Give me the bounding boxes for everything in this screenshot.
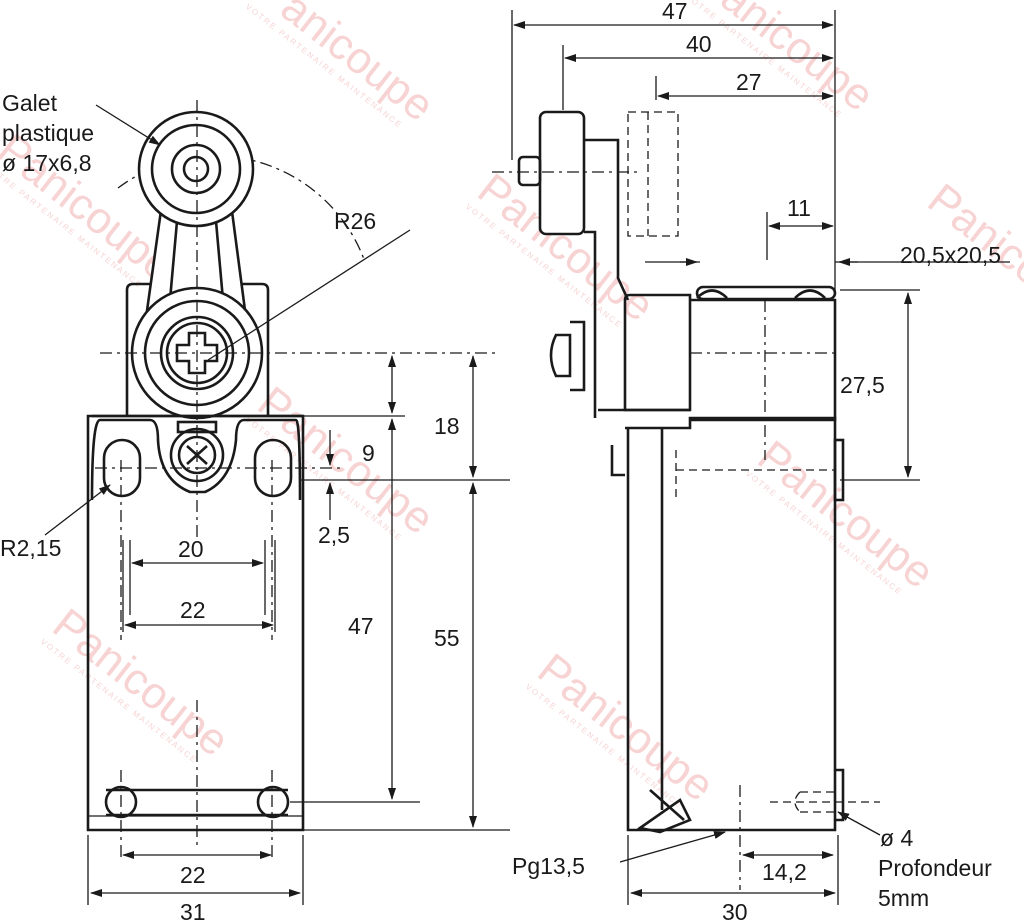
label-roller-line2: plastique	[2, 120, 94, 146]
label-dim-55: 55	[434, 625, 460, 651]
ext-line-width	[87, 835, 304, 905]
label-roller-line1: Galet	[2, 90, 58, 116]
label-hole-line1: ø 4	[880, 825, 913, 851]
label-roller-line3: ø 17x6,8	[2, 150, 92, 176]
watermark-brand: Panicoupe	[249, 0, 443, 131]
roller-inner	[150, 123, 242, 215]
cable-gland-thread	[649, 789, 685, 821]
label-hole-line3: 5mm	[878, 885, 929, 911]
pivot-segments	[149, 306, 245, 400]
label-pg: Pg13,5	[512, 853, 585, 879]
label-top-40: 40	[686, 31, 712, 57]
body-side-lug	[610, 445, 625, 477]
lever-arm-inner	[168, 209, 225, 301]
slot-centre-lines	[120, 460, 273, 640]
leader-roller	[95, 104, 161, 146]
roller-axle-side	[517, 155, 542, 187]
label-dim-9: 9	[362, 440, 375, 466]
plunger-cap	[549, 333, 572, 378]
switch-body-side	[625, 416, 837, 832]
roller-outer	[137, 110, 255, 228]
ext-line-275	[840, 289, 920, 481]
label-dim-25: 2,5	[318, 522, 350, 548]
head-block-side	[623, 293, 692, 412]
plunger-housing	[570, 320, 586, 392]
roller-hub	[170, 143, 222, 195]
head-upper-side	[690, 298, 837, 422]
leader-hole	[837, 811, 881, 836]
watermark-brand: Panicoupe	[44, 599, 238, 766]
ext-line-30	[627, 835, 839, 905]
leader-r26	[207, 229, 411, 361]
watermark-brand: Panicoupe	[749, 431, 943, 598]
leader-r215	[44, 484, 111, 536]
ext-line-slots	[122, 540, 276, 632]
roller-axle	[182, 155, 210, 183]
label-dim-275: 27,5	[840, 372, 885, 398]
fixing-bar	[106, 788, 288, 817]
label-dim-205: 20,5x20,5	[900, 242, 1001, 268]
head-top-bumps	[696, 289, 826, 299]
side-view: 47 40 27 11 20,5x20,5 27,5 Pg13,5 14,2 3…	[492, 0, 1010, 923]
label-top-27: 27	[736, 69, 762, 95]
ext-lines-top	[511, 10, 836, 295]
head-top-cap	[695, 285, 837, 301]
label-r215: R2,15	[0, 535, 61, 561]
label-r26: R26	[334, 208, 376, 234]
label-dim-22b: 22	[180, 862, 206, 888]
watermark: Panicoupe VOTRE PARTENAIRE MAINTENANCE	[244, 0, 443, 131]
label-dim-18: 18	[434, 413, 460, 439]
cross-screw-icon	[175, 331, 219, 375]
label-dim-142: 14,2	[762, 859, 807, 885]
label-hole-line2: Profondeur	[878, 855, 992, 881]
front-view: Galet plastique ø 17x6,8 R26 18 9 2,5 R2…	[0, 90, 510, 923]
label-dim-11: 11	[787, 195, 811, 221]
lever-arm-side-lower	[584, 230, 597, 418]
watermark: Panicoupe VOTRE PARTENAIRE MAINTENANCE	[684, 0, 883, 121]
lever-arm-side	[584, 138, 630, 301]
switch-body	[86, 414, 305, 832]
fixing-hole-right	[256, 785, 290, 819]
hidden-hole	[794, 791, 835, 813]
watermark-brand: Panicoupe	[529, 644, 723, 811]
watermark-brand: Panicoupe	[249, 377, 443, 544]
label-top-47: 47	[662, 0, 688, 24]
watermark: Panicoupe VOTRE PARTENAIRE MAINTENANCE	[524, 644, 723, 811]
label-dim-20: 20	[178, 536, 204, 562]
label-dim-47: 47	[348, 613, 374, 639]
leader-pg	[619, 831, 726, 863]
head-screw-inner	[177, 435, 217, 475]
label-dim-30: 30	[722, 899, 748, 923]
roller-side	[538, 110, 586, 236]
label-dim-31: 31	[180, 899, 206, 923]
cable-gland	[636, 798, 692, 834]
roller-ghost	[627, 111, 679, 237]
label-dim-22a: 22	[180, 597, 206, 623]
hole-centre-lines	[120, 770, 273, 860]
